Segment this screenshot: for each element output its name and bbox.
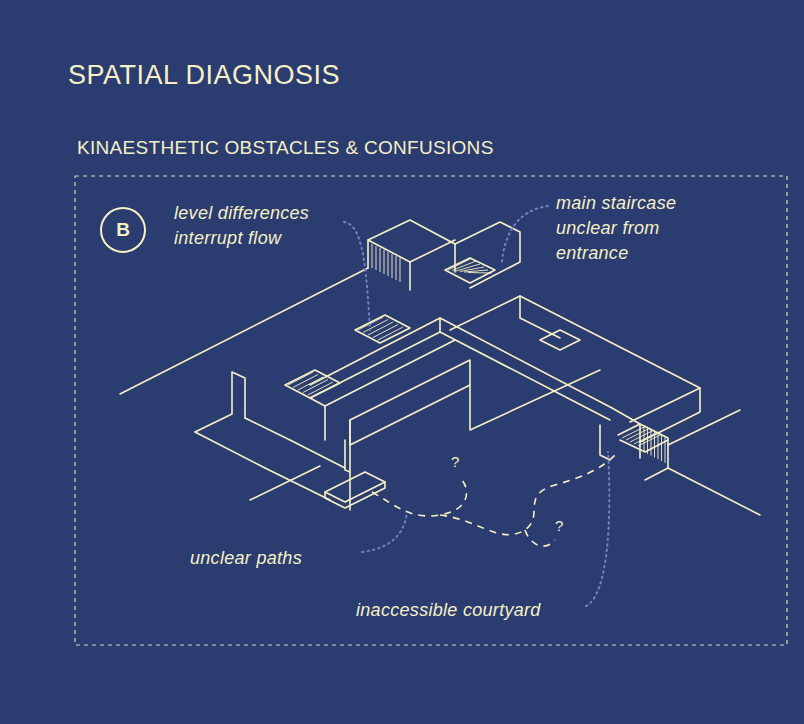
callout-letter: B [116,219,130,241]
hatch-stroke [358,317,383,330]
hatch-stroke [298,377,323,390]
callout-label: inaccessible courtyard [356,598,541,623]
hatch-stroke [392,254,393,278]
page-title: SPATIAL DIAGNOSIS [68,60,340,91]
hatch-stroke [373,325,398,338]
hatch-stroke [647,427,648,454]
dashed-path [525,530,555,546]
hatch-stroke [384,250,385,274]
question-mark: ? [451,453,459,470]
hatch-stroke [468,272,492,274]
hatch-stroke [293,375,318,388]
hatch-stroke [400,258,401,282]
hatch-stroke [638,434,662,446]
hatch-stroke [654,430,655,457]
hatch-stroke [372,244,373,268]
hatch-stroke [388,252,389,276]
hatch-stroke [378,327,403,340]
leader-lines [344,206,609,606]
section-heading: KINAESTHETIC OBSTACLES & CONFUSIONS [77,137,494,159]
hatch-stroke [363,320,388,333]
hatch-stroke [303,380,328,393]
hatch-stroke [368,322,393,335]
callout-label: main staircase unclear from entrance [556,191,728,266]
hatch-stroke [288,372,313,385]
frame-dashed [75,176,787,645]
hatch-stroke [464,270,488,272]
hatch-stroke [380,248,381,272]
stair-hatching [288,244,665,463]
dashed-path [372,480,467,516]
hatch-stroke [665,436,666,463]
hatch-stroke [661,434,662,461]
dashed-path [440,455,615,535]
callout-label: level differences interrupt flow [174,201,342,251]
hatch-stroke [651,429,652,456]
hatch-stroke [396,256,397,280]
hatch-stroke [308,382,333,395]
callout-circle: B [100,207,146,253]
hatch-stroke [376,246,377,270]
building-sketch [120,220,760,515]
callout-label: unclear paths [190,546,302,571]
question-mark: ? [555,517,563,534]
